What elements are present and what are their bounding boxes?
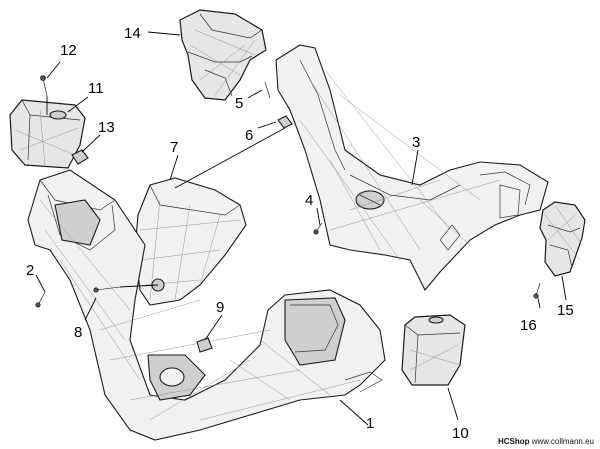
shop-url: www.collmann.eu <box>531 437 594 446</box>
callout-16: 16 <box>520 317 537 334</box>
callout-11: 11 <box>88 80 104 97</box>
callout-3: 3 <box>412 134 420 151</box>
part-16-screw <box>533 282 541 299</box>
callout-7: 7 <box>170 139 178 156</box>
callout-4: 4 <box>305 192 313 209</box>
part-11-small-cover <box>9 99 86 169</box>
callout-15: 15 <box>557 302 574 319</box>
callout-10: 10 <box>452 425 469 442</box>
shop-name: HCShop <box>497 437 530 446</box>
part-15-switch-housing <box>539 201 586 277</box>
part-6-clip <box>277 115 293 129</box>
callout-5: 5 <box>235 95 243 112</box>
part-12-screw <box>40 75 48 97</box>
part-3-rear-handlebar-cover <box>275 44 549 291</box>
part-7-front-panel <box>134 177 247 306</box>
callout-13: 13 <box>98 119 115 136</box>
part-9-clip <box>196 337 213 353</box>
part-14-switch-housing <box>179 9 267 101</box>
part-4-screw <box>313 222 323 235</box>
part-1-front-handlebar-cover <box>27 169 386 441</box>
callout-6: 6 <box>245 127 253 144</box>
callout-9: 9 <box>216 299 224 316</box>
assembly-lines <box>46 96 286 288</box>
callout-12: 12 <box>60 42 77 59</box>
callout-14: 14 <box>124 25 141 42</box>
part-13-clip <box>71 149 89 165</box>
part-10-box-cover <box>401 314 466 386</box>
callout-labels: 14 12 11 13 5 6 3 7 4 2 8 9 1 10 15 16 <box>26 25 574 442</box>
part-2-screw <box>35 291 46 308</box>
source-footer: HCShop www.collmann.eu <box>498 437 594 446</box>
callout-2: 2 <box>26 262 34 279</box>
part-8-screw <box>93 286 121 293</box>
leader-lines <box>35 31 567 426</box>
part-5-screw <box>264 81 271 99</box>
callout-1: 1 <box>366 415 374 432</box>
callout-8: 8 <box>74 324 82 341</box>
